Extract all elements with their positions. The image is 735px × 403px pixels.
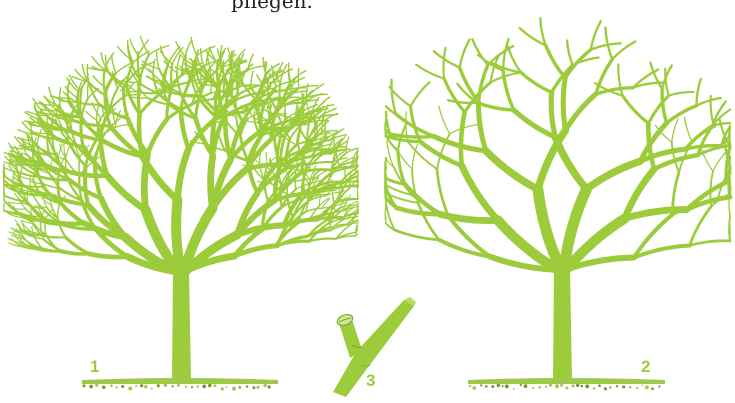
pruned-tree — [385, 18, 730, 380]
label-tree-2: 2 — [641, 357, 650, 376]
label-tree-1: 1 — [90, 357, 99, 376]
label-detail-3: 3 — [366, 371, 375, 390]
soil-strip-right — [468, 378, 665, 390]
soil-strip-left — [82, 378, 278, 391]
unpruned-tree — [3, 36, 358, 380]
